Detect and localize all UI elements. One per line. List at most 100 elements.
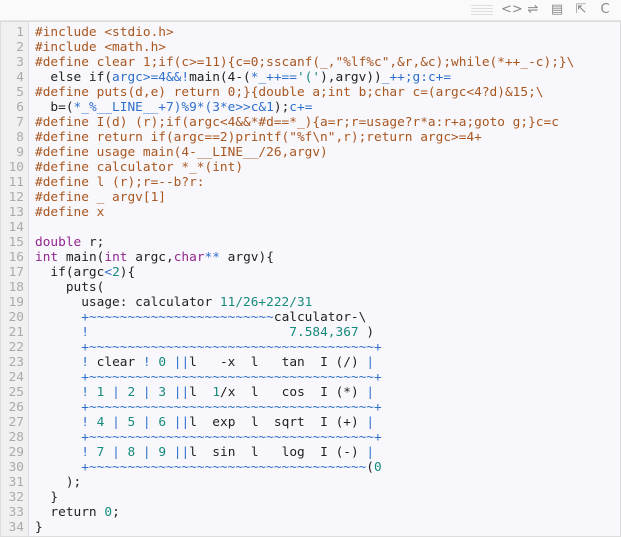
wrap-icon[interactable]: ⇌ xyxy=(527,2,539,17)
code-token: #include <stdio.h> xyxy=(35,25,174,40)
code-token: #define usage main(4-__LINE__/26,argv) xyxy=(35,145,328,160)
line-number: 21 xyxy=(8,325,24,340)
code-token: ** xyxy=(204,250,220,265)
line-number: 33 xyxy=(8,505,24,520)
code-token: usage: calculator xyxy=(35,295,220,310)
code-token: return xyxy=(35,505,105,520)
code-line: 24 +~~~~~~~~~~~~~~~~~~~~~~~~~~~~~~~~~~~~… xyxy=(1,370,620,385)
line-number: 16 xyxy=(8,250,24,265)
code-line: 34} xyxy=(1,520,620,535)
code-token: #define x xyxy=(35,205,105,220)
line-number: 23 xyxy=(8,355,24,370)
code-token: ) xyxy=(358,325,375,340)
code-token: | xyxy=(366,445,375,460)
code-token: +~~~~~~~~~~~~~~~~~~~~~~~~~~~~~~~~~~~~ xyxy=(81,460,367,475)
code-token: 9 xyxy=(150,445,174,460)
code-line: 12#define _ argv[1] xyxy=(1,190,620,205)
line-text: double r; xyxy=(35,235,104,250)
line-text: ! 7.584,367 ) xyxy=(35,325,374,340)
line-number: 27 xyxy=(8,415,24,430)
code-token: 11/26+222/31 xyxy=(219,295,313,310)
code-line: 28 +~~~~~~~~~~~~~~~~~~~~~~~~~~~~~~~~~~~~… xyxy=(1,430,620,445)
line-number: 25 xyxy=(8,385,24,400)
line-number: 11 xyxy=(8,175,24,190)
code-token: 7 xyxy=(88,445,113,460)
line-text: +~~~~~~~~~~~~~~~~~~~~~~~~~~~~~~~~~~~~~+ xyxy=(35,340,382,355)
code-token: +~~~~~~~~~~~~~~~~~~~~~~~~ xyxy=(81,310,274,325)
code-token: c+= xyxy=(289,100,313,115)
code-token: clear xyxy=(88,355,143,370)
code-token xyxy=(35,400,81,415)
line-number: 2 xyxy=(16,40,24,55)
code-token: +~~~~~~~~~~~~~~~~~~~~~~~~~~~~~~~~~~~~~+ xyxy=(81,370,382,385)
code-token: ! xyxy=(81,355,89,370)
line-number: 30 xyxy=(8,460,24,475)
code-token: | xyxy=(142,415,151,430)
line-number: 20 xyxy=(8,310,24,325)
code-line: 17 if(argc<2){ xyxy=(1,265,620,280)
code-token: #define _ argv[1] xyxy=(35,190,166,205)
code-token: #define puts(d,e) return 0;}{double a;in… xyxy=(35,85,544,100)
line-number: 8 xyxy=(16,130,24,145)
code-token: 7.584,367 xyxy=(289,325,359,340)
code-token: argc>=4&&! xyxy=(112,70,190,85)
code-token: 2 xyxy=(112,265,120,280)
code-token: < xyxy=(104,265,113,280)
code-token: /x l cos I (*) xyxy=(220,385,367,400)
code-token: | xyxy=(112,415,120,430)
code-token: calculator-\ xyxy=(273,310,367,325)
lines-icon[interactable] xyxy=(471,5,493,15)
line-number: 22 xyxy=(8,340,24,355)
line-number: 5 xyxy=(16,85,24,100)
code-line: 23 ! clear ! 0 ||l -x l tan I (/) | xyxy=(1,355,620,370)
line-text: if(argc<2){ xyxy=(35,265,135,280)
line-text: #include <math.h> xyxy=(35,40,166,55)
code-token: #define return if(argc==2)printf("%f\n",… xyxy=(35,130,482,145)
line-text: puts( xyxy=(35,280,105,295)
code-line: 33 return 0; xyxy=(1,505,620,520)
popup-icon[interactable]: ⇱ xyxy=(575,2,587,17)
line-number: 1 xyxy=(16,25,24,40)
line-text: +~~~~~~~~~~~~~~~~~~~~~~~~~~~~~~~~~~~~~+ xyxy=(35,430,381,445)
code-token: '(' xyxy=(296,70,321,85)
line-text: #define l (r);r=--b?r: xyxy=(35,175,205,190)
code-line: 26 +~~~~~~~~~~~~~~~~~~~~~~~~~~~~~~~~~~~~… xyxy=(1,400,620,415)
code-token: 2 xyxy=(119,385,143,400)
code-token: else if( xyxy=(35,70,113,85)
line-text: #define _ argv[1] xyxy=(35,190,166,205)
code-token xyxy=(35,445,81,460)
code-line: 29 ! 7 | 8 | 9 ||l sin l log I (-) | xyxy=(1,445,620,460)
code-token: char xyxy=(173,250,205,265)
code-token: 6 xyxy=(150,415,174,430)
toolbar-icons: <> ⇌ ▤ ⇱ C xyxy=(471,1,613,19)
code-token: #define calculator *_*(int) xyxy=(35,160,244,175)
code-line: 7#define I(d) (r);if(argc<4&&*#d==*_){a=… xyxy=(1,115,620,130)
code-token: ! xyxy=(81,385,89,400)
code-editor[interactable]: 1 #include <stdio.h> 2 #include <math.h>3#d… xyxy=(0,21,621,537)
code-toolbar: <> ⇌ ▤ ⇱ C xyxy=(0,0,621,21)
line-number: 7 xyxy=(16,115,24,130)
code-token: #define l (r);r=--b?r: xyxy=(35,175,205,190)
c-language-icon[interactable]: C xyxy=(600,2,610,17)
line-text: usage: calculator 11/26+222/31 xyxy=(35,295,312,310)
code-token xyxy=(35,370,81,385)
code-line: 20 +~~~~~~~~~~~~~~~~~~~~~~~~calculator-\ xyxy=(1,310,620,325)
code-token: | xyxy=(366,355,375,370)
code-token: ( xyxy=(366,460,375,475)
line-text: +~~~~~~~~~~~~~~~~~~~~~~~~~~~~~~~~~~~~(0 xyxy=(35,460,382,475)
code-token: +~~~~~~~~~~~~~~~~~~~~~~~~~~~~~~~~~~~~~+ xyxy=(81,340,382,355)
code-token: | xyxy=(142,385,151,400)
code-token: r; xyxy=(81,235,105,250)
copy-icon[interactable]: ▤ xyxy=(550,2,564,17)
code-token: ! xyxy=(81,325,89,340)
line-number: 29 xyxy=(8,445,24,460)
code-line: 3#define clear 1;if(c>=11){c=0;sscanf(_,… xyxy=(1,55,620,70)
view-source-icon[interactable]: <> xyxy=(501,2,523,17)
code-token xyxy=(35,325,81,340)
line-number-gutter xyxy=(1,22,29,536)
code-token: ! xyxy=(81,415,89,430)
code-token xyxy=(35,430,81,445)
line-text: return 0; xyxy=(35,505,119,520)
